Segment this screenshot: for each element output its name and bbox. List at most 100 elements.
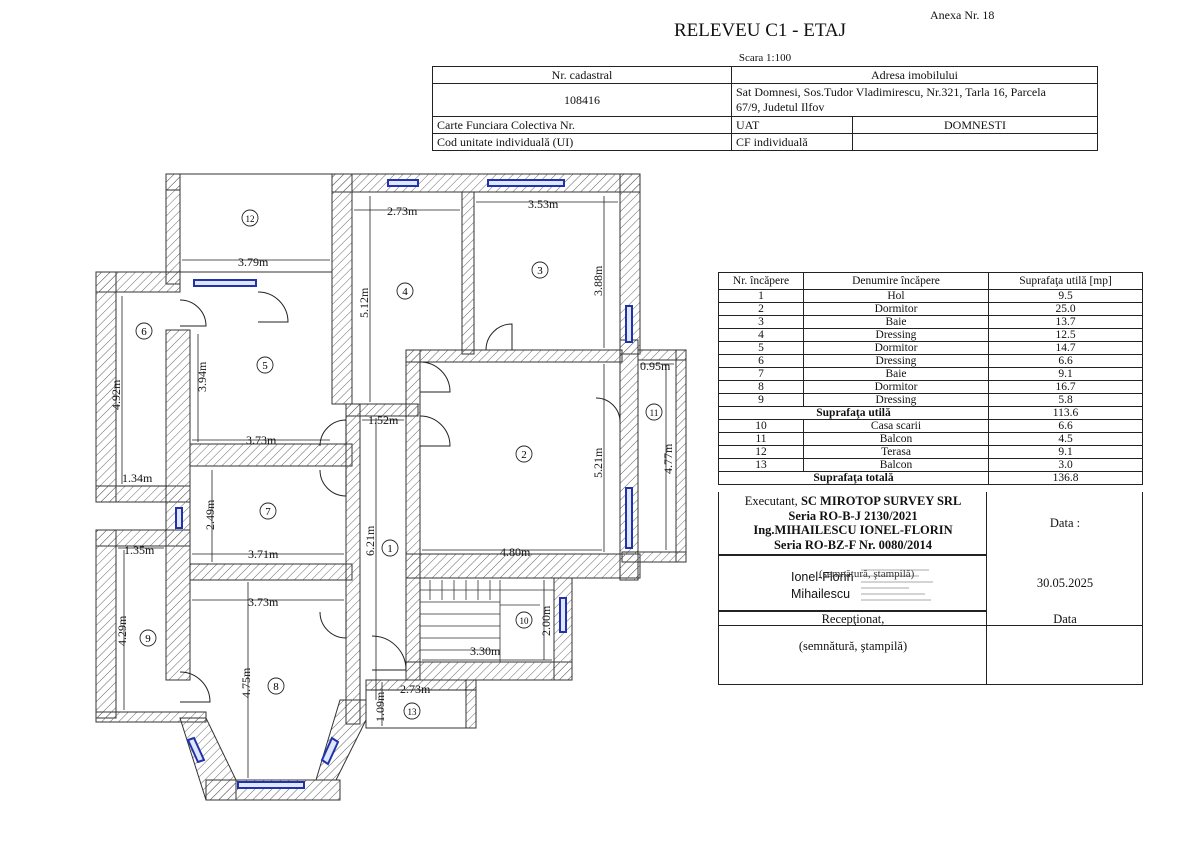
- signature-first-name: Ionel-Florin: [791, 570, 854, 584]
- annex-number: Anexa Nr. 18: [930, 8, 995, 22]
- room-nr: 7: [718, 367, 804, 381]
- doors: [179, 291, 621, 703]
- dim-5-width: 3.73m: [246, 433, 277, 447]
- rooms-header-name: Denumire încăpere: [803, 272, 989, 290]
- room-number-circle: [259, 502, 277, 520]
- stairs: [420, 580, 554, 662]
- room-name: Hol: [803, 289, 989, 303]
- room-area: 3.0: [988, 458, 1143, 472]
- room-nr: 1: [718, 289, 804, 303]
- terrace-12-outline: [179, 173, 333, 273]
- room-name: Baie: [803, 315, 989, 329]
- room-number-5: 5: [262, 360, 268, 372]
- room-number-circle: [531, 261, 549, 279]
- dim-10-height: 2.00m: [539, 605, 553, 636]
- total-value: 136.8: [988, 471, 1143, 485]
- room-number-circle: [267, 677, 285, 695]
- room-number-circle: [645, 403, 663, 421]
- room-area: 9.1: [988, 367, 1143, 381]
- room-name: Balcon: [803, 432, 989, 446]
- room-nr: 12: [718, 445, 804, 459]
- executant-block: Executant, SC MIROTOP SURVEY SRL Seria R…: [718, 492, 1143, 685]
- data-label: Data :: [1049, 516, 1081, 530]
- page-title: RELEVEU C1 - ETAJ: [673, 20, 847, 41]
- room-name: Terasa: [803, 445, 989, 459]
- dim-4-width: 2.73m: [387, 204, 418, 218]
- room-nr: 2: [718, 302, 804, 316]
- address-line-1: Sat Domnesi, Sos.Tudor Vladimirescu, Nr.…: [736, 85, 1046, 99]
- cf-individuala-value: [852, 133, 1098, 151]
- dim-11-width: 0.95m: [640, 359, 671, 373]
- dim-2-height: 5.21m: [591, 447, 605, 478]
- room-number-circle: [403, 702, 421, 720]
- date-value: 30.05.2025: [1036, 576, 1094, 590]
- room-number-1: 1: [387, 543, 393, 555]
- signature-last-name: Mihailescu: [791, 587, 851, 601]
- room-number-circle: [139, 629, 157, 647]
- dim-11-height: 4.77m: [661, 443, 675, 474]
- cf-individuala-label: CF individuală: [731, 133, 853, 151]
- room-number-10: 10: [520, 616, 530, 626]
- executant-company: SC MIROTOP SURVEY SRL: [800, 494, 962, 508]
- room-area: 5.8: [988, 393, 1143, 407]
- total-label: Suprafaţa totală: [718, 471, 989, 485]
- room-area: 9.1: [988, 445, 1143, 459]
- room-number-9: 9: [145, 633, 151, 645]
- executant-seria: Seria RO-B-J 2130/2021: [788, 508, 918, 523]
- dim-9-width: 1.35m: [124, 543, 155, 557]
- room-number-circle: [396, 282, 414, 300]
- room-area: 16.7: [988, 380, 1143, 394]
- walls: [95, 173, 687, 801]
- dim-6-height: 4.92m: [109, 379, 123, 410]
- room-number-circle: [515, 445, 533, 463]
- room-area: 25.0: [988, 302, 1143, 316]
- address-value: Sat Domnesi, Sos.Tudor Vladimirescu, Nr.…: [731, 83, 1098, 117]
- room-name: Dressing: [803, 393, 989, 407]
- dim-13-height: 1.09m: [373, 691, 387, 722]
- dim-4-height: 5.12m: [357, 287, 371, 318]
- rooms-header-area: Suprafaţa utilă [mp]: [988, 272, 1143, 290]
- room-area: 9.5: [988, 289, 1143, 303]
- room-number-7: 7: [265, 506, 271, 518]
- dimension-lines: [118, 196, 674, 778]
- room-number-11: 11: [650, 408, 659, 418]
- room-number-2: 2: [521, 449, 527, 461]
- subtotal-label: Suprafaţa utilă: [718, 406, 989, 420]
- room-area: 4.5: [988, 432, 1143, 446]
- address-label: Adresa imobilului: [731, 66, 1098, 84]
- room-area: 13.7: [988, 315, 1143, 329]
- room-number-8: 8: [273, 681, 279, 693]
- rooms-table: Nr. încăpere Denumire încăpere Suprafaţa…: [718, 272, 1143, 485]
- subtotal-value: 113.6: [988, 406, 1143, 420]
- address-line-2: 67/9, Judetul Ilfov: [736, 100, 825, 114]
- scale-label: Scara 1:100: [738, 52, 792, 64]
- signature-overlay: (semnătură, ştampilă): [819, 568, 915, 580]
- dim-8-width: 3.73m: [248, 595, 279, 609]
- room-name: Casa scarii: [803, 419, 989, 433]
- room-nr: 13: [718, 458, 804, 472]
- room-nr: 5: [718, 341, 804, 355]
- room-name: Balcon: [803, 458, 989, 472]
- room-nr: 8: [718, 380, 804, 394]
- uat-label: UAT: [731, 116, 853, 134]
- room-name: Baie: [803, 367, 989, 381]
- dim-10-width: 3.30m: [470, 644, 501, 658]
- floor-plan: 3.79m 2.73m 3.53m 5.12m 3.88m 4.92m 3.94…: [95, 173, 687, 801]
- room-name: Dressing: [803, 354, 989, 368]
- room-number-circle: [241, 209, 259, 227]
- receptionat-signature: (semnătură, ştampilă): [798, 639, 908, 653]
- dim-hol-width: 1.52m: [368, 413, 399, 427]
